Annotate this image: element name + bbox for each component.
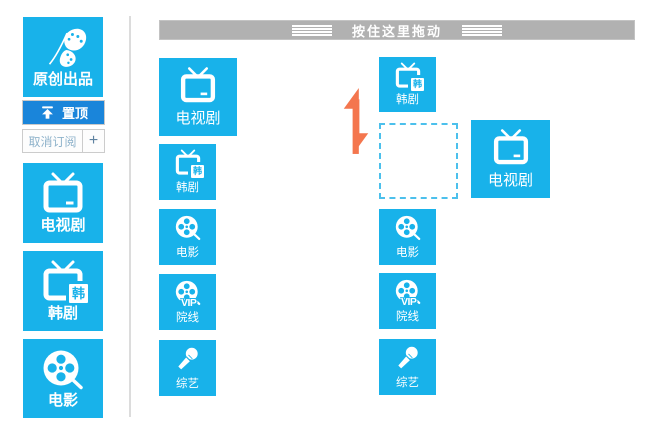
vip-badge: VIP [401, 296, 417, 308]
swap-arrows-icon [340, 86, 372, 156]
drag-lines-icon [462, 24, 502, 36]
grid-tile-tv-large[interactable]: 电视剧 [159, 58, 237, 136]
korean-badge: 韩 [66, 281, 91, 306]
tv-icon [39, 170, 87, 218]
grid-tile-cinema[interactable]: VIP 院线 [159, 274, 216, 330]
pin-top-icon [39, 104, 56, 121]
grid-tile-korean[interactable]: 韩 韩剧 [159, 144, 216, 200]
butterfly-icon [36, 21, 90, 75]
film-reel-icon [393, 213, 423, 243]
microphone-icon [173, 344, 203, 374]
korean-badge: 韩 [408, 75, 427, 94]
logo-tile[interactable]: 原创出品 [23, 17, 103, 97]
korean-badge: 韩 [188, 162, 207, 181]
grid-tile-movie[interactable]: 电影 [379, 209, 436, 265]
tv-icon [177, 65, 219, 107]
dragged-tile-tv[interactable]: 电视剧 [471, 120, 550, 198]
microphone-icon [393, 343, 423, 373]
pin-top-button[interactable]: 置顶 [22, 100, 105, 125]
sidebar: 原创出品 置顶 取消订阅 + 电视剧 韩 韩剧 电影 [0, 0, 130, 435]
tv-icon [490, 127, 532, 169]
drag-lines-icon [291, 24, 332, 36]
vertical-divider [129, 16, 131, 417]
sidebar-channel-korean[interactable]: 韩 韩剧 [23, 251, 103, 331]
drop-placeholder[interactable] [379, 123, 458, 199]
pin-top-label: 置顶 [61, 106, 88, 121]
vip-badge: VIP [181, 297, 197, 309]
unsubscribe-button[interactable]: 取消订阅 [22, 129, 83, 153]
grid-tile-korean[interactable]: 韩 韩剧 [379, 57, 436, 112]
grid-tile-variety[interactable]: 综艺 [159, 340, 216, 396]
grid-tile-variety[interactable]: 综艺 [379, 339, 436, 395]
sidebar-channel-movie[interactable]: 电影 [23, 339, 103, 418]
grid-tile-movie[interactable]: 电影 [159, 209, 216, 265]
add-button[interactable]: + [82, 129, 105, 153]
sidebar-channel-tv[interactable]: 电视剧 [23, 163, 103, 243]
film-reel-icon [173, 213, 203, 243]
logo-label: 原创出品 [32, 71, 93, 88]
drag-handle-bar[interactable]: 按住这里拖动 [159, 20, 635, 40]
grid-tile-cinema[interactable]: VIP 院线 [379, 273, 436, 329]
film-reel-icon [39, 346, 87, 394]
drag-bar-label: 按住这里拖动 [351, 23, 442, 39]
